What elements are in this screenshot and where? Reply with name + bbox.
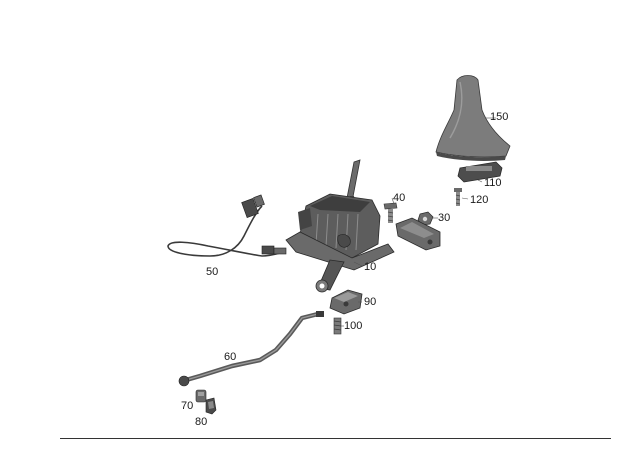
callout-120: 120 — [470, 194, 489, 206]
callout-90: 90 — [364, 296, 377, 308]
callout-10: 10 — [364, 261, 377, 273]
shifter-housing-part-10 — [285, 159, 395, 293]
wire-harness-part-50 — [167, 194, 287, 257]
callout-110: 110 — [484, 177, 502, 189]
callout-50: 50 — [206, 266, 219, 278]
callout-70: 70 — [181, 400, 194, 412]
nut-part-30 — [417, 211, 434, 226]
screw-part-120 — [454, 188, 462, 206]
clip-part-80 — [205, 397, 217, 415]
callout-30: 30 — [438, 212, 451, 224]
callout-40: 40 — [393, 192, 406, 204]
cover-part-90 — [329, 289, 363, 315]
shift-rod-part-60 — [178, 311, 324, 387]
leader-lines — [341, 117, 496, 327]
footer-rule — [60, 438, 611, 439]
bracket-part — [395, 217, 441, 251]
pin-part-100 — [333, 317, 342, 335]
callout-60: 60 — [224, 351, 237, 363]
bushing-part-70 — [195, 389, 207, 403]
callout-150: 150 — [490, 111, 509, 123]
callout-100: 100 — [344, 320, 363, 332]
screw-part-40 — [383, 202, 398, 223]
callout-80: 80 — [195, 416, 208, 428]
shift-boot-part-150 — [435, 75, 511, 161]
trim-part-110 — [457, 161, 503, 183]
